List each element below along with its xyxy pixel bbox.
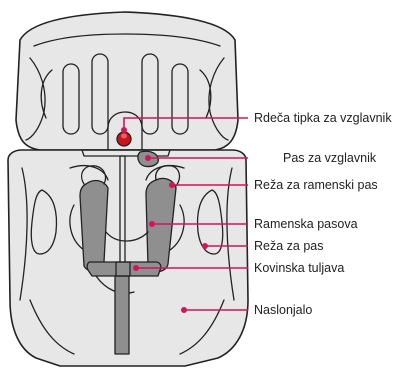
headrest-red-button xyxy=(117,132,131,146)
label-shoulder-straps: Ramenska pasova xyxy=(254,217,358,231)
label-headrest-button: Rdeča tipka za vzglavnik xyxy=(254,111,392,125)
label-belt-slot: Reža za pas xyxy=(254,239,323,253)
label-backrest: Naslonjalo xyxy=(254,303,312,317)
label-headrest-strap: Pas za vzglavnik xyxy=(283,151,377,165)
metal-sleeve-buckle xyxy=(87,262,161,276)
label-metal-sleeve: Kovinska tuljava xyxy=(254,261,344,275)
label-shoulder-slot: Reža za ramenski pas xyxy=(254,178,378,192)
headrest xyxy=(16,12,238,150)
